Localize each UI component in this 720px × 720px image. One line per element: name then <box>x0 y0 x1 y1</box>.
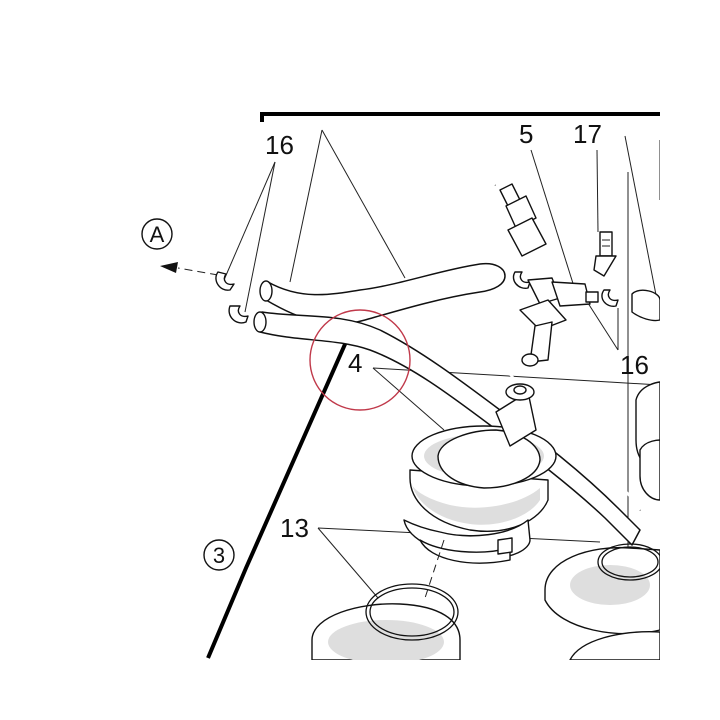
highlight-circle <box>309 309 411 411</box>
circled-label-3-text: 3 <box>213 543 225 568</box>
valve-and-screw <box>519 231 661 367</box>
callout-5: 5 <box>519 119 533 149</box>
left-bracket-group-3 <box>206 340 355 659</box>
circled-label-a: A <box>141 218 173 250</box>
hose-clamps <box>215 271 619 324</box>
diaphragm-assembly <box>403 383 557 564</box>
top-bracket <box>260 112 660 122</box>
vacuum-hoses <box>253 262 641 546</box>
crop-mask-bottom <box>0 660 720 720</box>
arrow-to-a <box>160 262 219 276</box>
callout-13: 13 <box>280 513 309 543</box>
circled-label-a-text: A <box>150 222 165 247</box>
crop-mask-right <box>660 0 720 720</box>
callout-4: 4 <box>348 348 362 378</box>
right-side-parts <box>635 140 661 501</box>
o-rings-and-seats <box>311 539 663 664</box>
sensor-cable-connector <box>433 172 641 511</box>
callout-16-top: 16 <box>265 130 294 160</box>
callout-16-right: 16 <box>620 350 649 380</box>
callout-17: 17 <box>573 119 602 149</box>
circled-label-3: 3 <box>203 539 235 571</box>
